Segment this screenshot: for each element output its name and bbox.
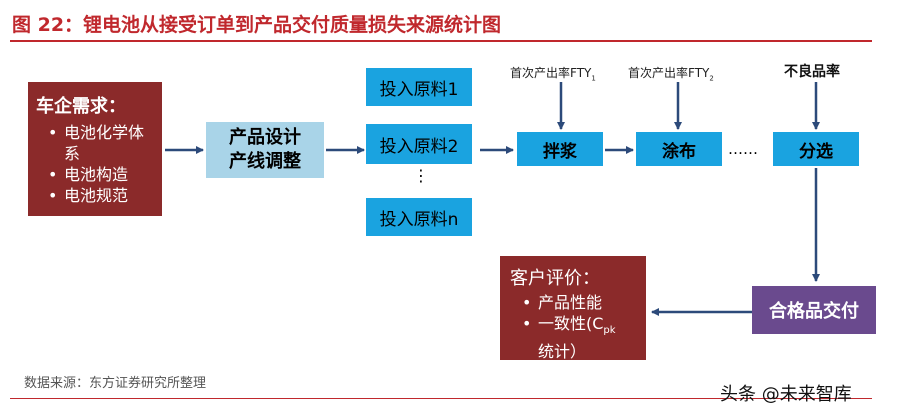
requirement-item: 电池规范 [48,185,156,206]
evaluation-item: 产品性能 [522,292,640,313]
materials-ellipsis: ⋮ [413,166,429,185]
defect-rate-label: 不良品率 [784,64,840,80]
evaluation-heading: 客户评价： [510,268,600,289]
requirements-box: 车企需求： 电池化学体系 电池构造 电池规范 [28,82,162,216]
footer-divider [10,398,872,399]
material-box-n: 投入原料n [366,198,472,236]
fty-label-2: 首次产出率FTY2 [628,66,714,83]
design-box: 产品设计 产线调整 [206,122,324,178]
step-sorting: 分选 [773,132,859,166]
watermark: 头条 @未来智库 [720,384,852,405]
requirement-item: 电池构造 [48,164,156,185]
delivery-box: 合格品交付 [752,286,876,334]
page-title: 图 22：锂电池从接受订单到产品交付质量损失来源统计图 [12,14,502,36]
design-line-1: 产品设计 [229,127,301,148]
requirements-heading: 车企需求： [36,96,126,117]
step-coating: 涂布 [636,132,722,166]
material-box-1: 投入原料1 [366,68,472,106]
material-box-2: 投入原料2 [366,124,472,164]
requirement-item: 电池化学体系 [48,122,156,164]
source-note: 数据来源：东方证券研究所整理 [24,376,207,391]
design-line-2: 产线调整 [229,151,301,172]
requirements-list: 电池化学体系 电池构造 电池规范 [36,122,156,206]
step-mixing: 拌浆 [517,132,603,166]
title-divider [10,40,872,42]
steps-ellipsis: …… [728,140,758,158]
fty-label-1: 首次产出率FTY1 [510,66,596,83]
